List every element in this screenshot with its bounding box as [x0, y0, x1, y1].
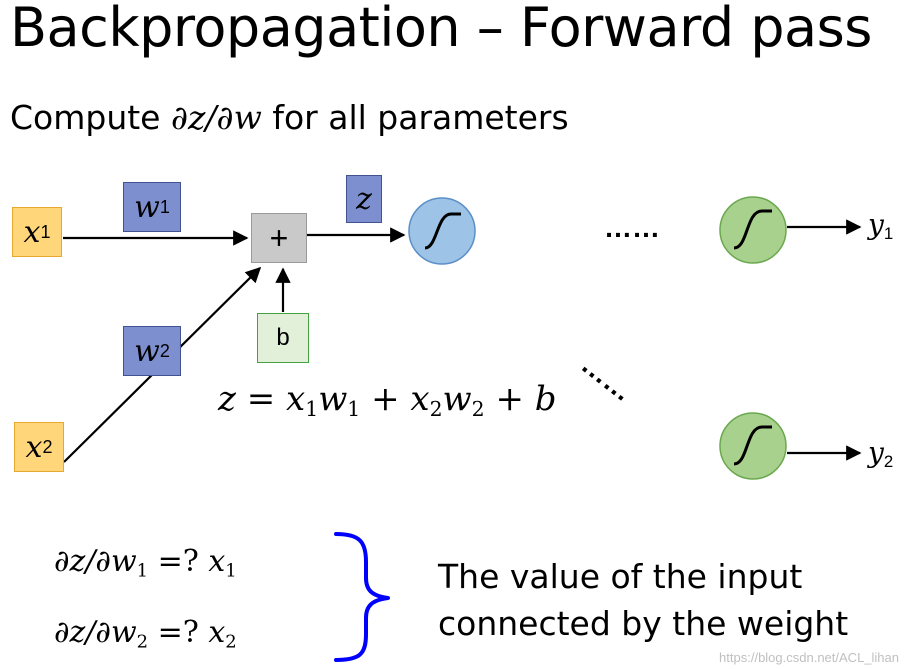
bias-box: b	[257, 313, 309, 363]
output-y2: y2	[868, 436, 893, 472]
eq-plus-x: + x	[360, 379, 430, 419]
subtitle-suffix: for all parameters	[261, 98, 569, 137]
w2-subscript: 2	[159, 340, 170, 361]
sigmoid-neuron-hidden	[408, 197, 476, 265]
y1-subscript: 1	[883, 224, 894, 244]
x1-subscript: 1	[40, 221, 51, 242]
sigmoid-curve-icon	[733, 209, 772, 250]
eq-w1: w	[318, 379, 348, 419]
deriv2-sub: 2	[136, 631, 149, 653]
y2-subscript: 2	[883, 452, 894, 472]
deriv1-lhs: ∂z/∂w	[54, 544, 137, 579]
eq-sub-2: 1	[347, 397, 361, 422]
eq-w2: w	[442, 379, 472, 419]
explanation-line-1: The value of the input	[438, 557, 803, 596]
eq-lhs: z = x	[218, 379, 306, 419]
ellipsis-horizontal: ……	[604, 212, 660, 243]
deriv1-sub: 1	[136, 560, 149, 582]
page-title: Backpropagation – Forward pass	[10, 0, 872, 59]
derivative-w1: ∂z/∂w1 =? x1	[54, 542, 237, 591]
sigmoid-neuron-y2	[719, 412, 787, 480]
deriv2-lhs: ∂z/∂w	[54, 615, 137, 650]
deriv1-rhs-sub: 1	[225, 560, 237, 582]
explanation-text: The value of the input connected by the …	[438, 553, 848, 647]
eq-sub-1: 1	[305, 397, 319, 422]
z-symbol: z	[356, 181, 372, 217]
x1-symbol: x	[23, 214, 41, 250]
z-equation: z = x1w1 + x2w2 + b	[218, 377, 557, 431]
eq-sub-4: 2	[471, 397, 485, 422]
sum-symbol: +	[269, 219, 289, 256]
y2-symbol: y	[868, 436, 884, 469]
x2-symbol: x	[25, 429, 43, 465]
w2-symbol: w	[134, 333, 160, 369]
output-y1: y1	[868, 208, 893, 244]
w1-subscript: 1	[159, 196, 170, 217]
eq-sub-3: 2	[429, 397, 443, 422]
deriv2-mid: =?	[148, 615, 209, 650]
subtitle-prefix: Compute	[10, 98, 171, 137]
watermark: https://blog.csdn.net/ACL_lihan	[719, 650, 899, 665]
explanation-line-2: connected by the weight	[438, 604, 849, 643]
deriv2-rhs: x	[208, 615, 226, 650]
deriv1-mid: =?	[148, 544, 209, 579]
subtitle-math: ∂z/∂w	[170, 98, 262, 137]
sigmoid-curve-icon	[733, 425, 772, 466]
curly-brace-icon	[334, 532, 390, 662]
y1-symbol: y	[868, 208, 884, 241]
sigmoid-neuron-y1	[719, 196, 787, 264]
subtitle: Compute ∂z/∂w for all parameters	[10, 96, 569, 140]
w1-symbol: w	[134, 189, 160, 225]
derivative-w2: ∂z/∂w2 =? x2	[54, 613, 237, 662]
sum-node: +	[251, 213, 307, 263]
bias-symbol: b	[276, 324, 290, 351]
deriv1-rhs: x	[208, 544, 226, 579]
eq-tail: + b	[484, 379, 557, 419]
sigmoid-curve-icon	[424, 212, 461, 250]
deriv2-rhs-sub: 2	[225, 631, 237, 653]
z-box: z	[346, 175, 382, 223]
x2-subscript: 2	[42, 436, 53, 457]
